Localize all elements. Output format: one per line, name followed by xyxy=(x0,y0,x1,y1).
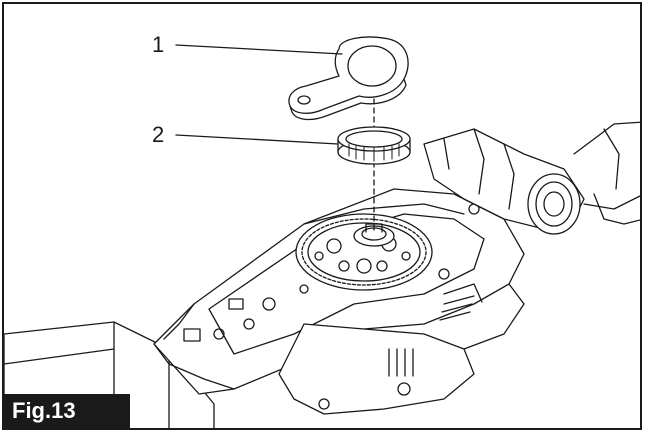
assembly-drawing xyxy=(4,36,640,428)
lower-bracket xyxy=(278,283,525,415)
leader-line-2 xyxy=(175,134,339,145)
gear-housing xyxy=(153,188,525,395)
figure-frame: 1 2 Fig.13 xyxy=(2,2,642,430)
figure-label: Fig.13 xyxy=(4,394,130,428)
callout-label-1: 1 xyxy=(152,32,165,57)
housing-details xyxy=(183,295,475,342)
wrench xyxy=(288,36,409,121)
bearing-ring xyxy=(337,126,411,165)
leader-line-1 xyxy=(175,44,343,55)
gear-wheel xyxy=(295,213,433,291)
callout-label-2: 2 xyxy=(152,122,165,147)
motor-drum xyxy=(423,121,640,235)
